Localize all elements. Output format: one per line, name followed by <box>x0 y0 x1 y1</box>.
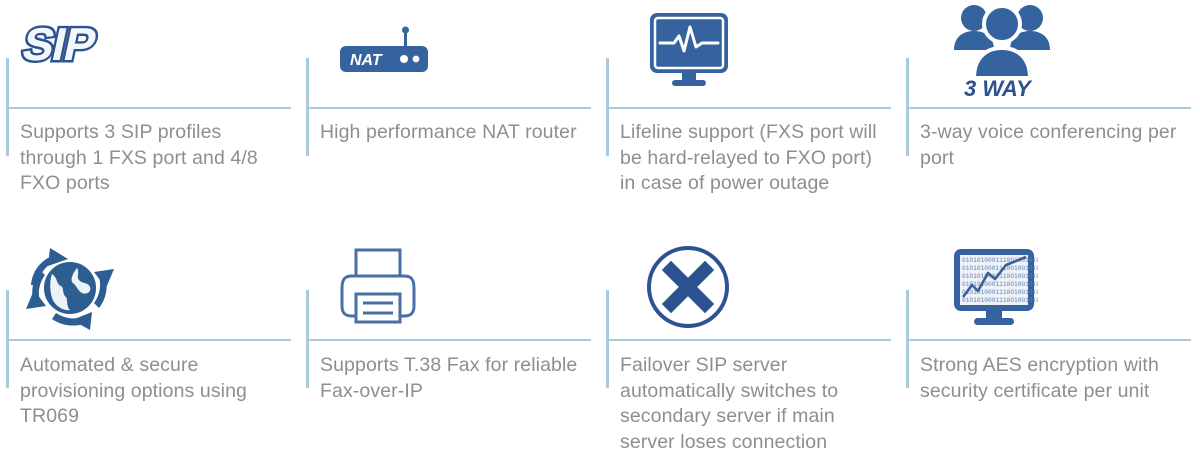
icon-area: 0101010001110010010101 01010100011100100… <box>918 240 1188 337</box>
feature-text: Strong AES encryption with security cert… <box>920 354 1159 402</box>
nat-router-icon: NAT <box>332 20 436 87</box>
feature-cell-failover-sip-server: Failover SIP server automatically switch… <box>600 240 900 469</box>
feature-cell-t38-fax: Supports T.38 Fax for reliable Fax-over-… <box>300 240 600 469</box>
icon-area <box>618 240 888 337</box>
icon-area <box>18 240 288 337</box>
feature-text: Failover SIP server automatically switch… <box>620 354 839 453</box>
cell-horizontal-rule <box>606 339 891 341</box>
svg-text:0101010001110010010101: 0101010001110010010101 <box>962 281 1038 288</box>
three-way-label: 3 WAY <box>964 76 1033 98</box>
sip-logo-icon: SIP SIP <box>16 14 132 83</box>
feature-cell-lifeline-support: Lifeline support (FXS port will be hard-… <box>600 0 900 240</box>
feature-cell-nat-router: NAT High performance NAT router <box>300 0 600 240</box>
feature-text: Lifeline support (FXS port will be hard-… <box>620 121 877 194</box>
monitor-pulse-icon <box>646 9 732 96</box>
feature-cell-aes-encryption: 0101010001110010010101 01010100011100100… <box>900 240 1200 469</box>
feature-cell-three-way-conferencing: 3 WAY 3-way voice conferencing per port <box>900 0 1200 240</box>
feature-text: 3-way voice conferencing per port <box>920 121 1177 169</box>
cell-horizontal-rule <box>906 107 1191 109</box>
three-people-icon: 3 WAY <box>948 0 1056 103</box>
svg-text:0101010001110010010101: 0101010001110010010101 <box>962 257 1038 264</box>
circle-x-icon <box>644 243 732 336</box>
svg-text:0101010001110010010101: 0101010001110010010101 <box>962 273 1038 280</box>
svg-text:SIP: SIP <box>20 18 100 69</box>
svg-text:SIP: SIP <box>20 18 100 69</box>
icon-area <box>318 240 588 337</box>
cell-horizontal-rule <box>606 107 891 109</box>
cell-horizontal-rule <box>306 339 591 341</box>
cell-horizontal-rule <box>306 107 591 109</box>
cell-horizontal-rule <box>906 339 1191 341</box>
icon-area: 3 WAY <box>918 0 1188 105</box>
cell-horizontal-rule <box>6 107 291 109</box>
icon-area <box>618 0 888 105</box>
fax-printer-icon <box>334 244 426 335</box>
feature-text: Automated & secure provisioning options … <box>20 354 247 427</box>
icon-area: NAT <box>318 0 588 105</box>
svg-text:0101010001110010010101: 0101010001110010010101 <box>962 297 1038 304</box>
feature-cell-sip-profiles: SIP SIP Supports 3 SIP profiles through … <box>0 0 300 240</box>
svg-text:0101010001110010010101: 0101010001110010010101 <box>962 289 1038 296</box>
feature-text: High performance NAT router <box>320 121 577 143</box>
feature-text: Supports T.38 Fax for reliable Fax-over-… <box>320 354 578 402</box>
feature-text: Supports 3 SIP profiles through 1 FXS po… <box>20 121 258 194</box>
monitor-binary-chart-icon: 0101010001110010010101 01010100011100100… <box>950 245 1044 334</box>
svg-text:NAT: NAT <box>350 52 383 69</box>
icon-area: SIP SIP <box>16 0 288 105</box>
feature-cell-automated-provisioning: Automated & secure provisioning options … <box>0 240 300 469</box>
cell-horizontal-rule <box>6 339 291 341</box>
globe-refresh-icon <box>22 242 118 339</box>
